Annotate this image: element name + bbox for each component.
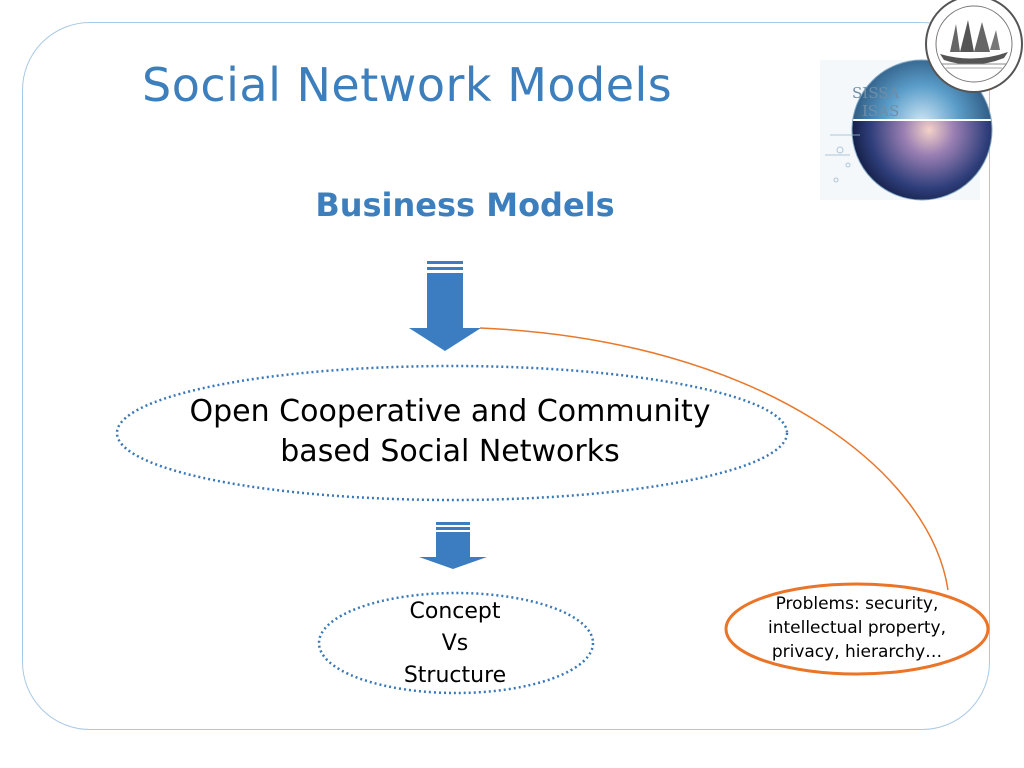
slide-title: Social Network Models bbox=[142, 58, 673, 112]
main-node-label: Open Cooperative and Community based Soc… bbox=[140, 392, 760, 472]
main-node-line: Open Cooperative and Community bbox=[189, 394, 711, 429]
main-node-line: based Social Networks bbox=[280, 434, 620, 469]
arrow-down-icon bbox=[419, 522, 487, 569]
problems-node-line: privacy, hierarchy… bbox=[771, 642, 943, 662]
concept-node-line: Vs bbox=[441, 631, 469, 656]
sissa-logo: SISSA ISAS bbox=[820, 0, 1023, 201]
problems-node-line: Problems: security, bbox=[775, 594, 939, 614]
logo-label-line1: SISSA bbox=[852, 84, 899, 102]
problems-node-ellipse bbox=[724, 582, 990, 676]
concept-node-label: Concept Vs Structure bbox=[355, 596, 555, 692]
main-node-ellipse bbox=[115, 364, 789, 502]
concept-node-line: Structure bbox=[403, 663, 507, 688]
slide-frame bbox=[22, 22, 990, 730]
seal-emblem-icon bbox=[925, 0, 1023, 93]
logo-label-line2: ISAS bbox=[862, 102, 899, 120]
problems-node-label: Problems: security, intellectual propert… bbox=[733, 592, 981, 664]
problems-node-line: intellectual property, bbox=[767, 618, 947, 638]
slide-subtitle: Business Models bbox=[315, 186, 615, 224]
arrow-down-icon bbox=[409, 261, 481, 351]
connector-curve bbox=[479, 327, 949, 591]
concept-node-line: Concept bbox=[409, 599, 501, 624]
concept-node-ellipse bbox=[317, 591, 595, 695]
